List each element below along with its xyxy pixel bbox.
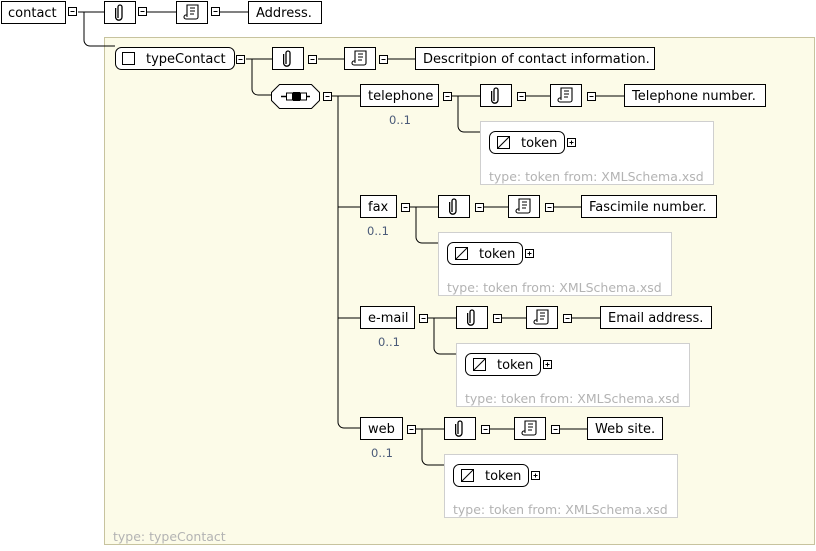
expand-button[interactable] [567,138,576,147]
triangle-icon [497,136,510,149]
occurrence-label: 0..1 [389,113,411,127]
documentation-text: Address. [248,1,322,24]
element-contact[interactable]: contact [1,1,66,24]
element-name: telephone [368,89,433,104]
type-label: type: token from: XMLSchema.xsd [465,391,680,406]
documentation-node[interactable] [176,1,208,24]
simple-type-token[interactable]: token [465,353,541,376]
collapse-button[interactable] [138,7,147,16]
square-icon [122,52,135,65]
type-label: type: token from: XMLSchema.xsd [489,169,704,184]
documentation-node[interactable] [344,47,376,70]
simple-type-token[interactable]: token [447,242,523,265]
documentation-text: Telephone number. [624,84,766,107]
type-name: token [479,247,515,262]
expand-button[interactable] [543,360,552,369]
collapse-button[interactable] [68,7,77,16]
documentation-text: Descritpion of contact information. [415,47,655,70]
triangle-icon [473,358,486,371]
svg-text:Descritpion of contact informa: Descritpion of contact information. [423,52,650,67]
sequence-compositor-icon [281,92,310,101]
element-telephone[interactable]: telephone [360,84,439,107]
annotation-node[interactable] [272,47,304,70]
documentation-text: Email address. [600,306,712,329]
element-web[interactable]: web [360,417,403,440]
collapse-button[interactable] [401,203,410,212]
element-name: web [368,422,395,437]
documentation-text: Fascimile number. [581,195,717,218]
occurrence-label: 0..1 [367,224,389,238]
triangle-icon [461,469,474,482]
collapse-button[interactable] [379,55,388,64]
annotation-node[interactable] [104,1,136,24]
simple-type-token[interactable]: token [453,464,529,487]
type-name: typeContact [146,52,226,67]
svg-text:Telephone number.: Telephone number. [631,89,756,104]
type-name: token [497,358,533,373]
documentation-node[interactable] [526,306,558,329]
svg-text:Web site.: Web site. [595,422,655,437]
collapse-button[interactable] [517,92,526,101]
documentation-node[interactable] [508,195,540,218]
documentation-node[interactable] [550,84,582,107]
collapse-button[interactable] [419,314,428,323]
annotation-node[interactable] [438,195,470,218]
type-name: token [485,469,521,484]
documentation-text: Web site. [587,417,663,440]
expand-button[interactable] [525,249,534,258]
collapse-button[interactable] [545,203,554,212]
svg-text:Fascimile number.: Fascimile number. [589,200,706,215]
collapse-button[interactable] [443,92,452,101]
collapse-button[interactable] [493,314,502,323]
triangle-icon [455,247,468,260]
type-name: token [521,136,557,151]
annotation-node[interactable] [456,306,488,329]
simple-type-token[interactable]: token [489,131,565,154]
element-name: e-mail [368,311,409,326]
sequence-compositor[interactable] [271,84,320,109]
collapse-button[interactable] [211,7,220,16]
type-label: type: token from: XMLSchema.xsd [447,280,662,295]
container-type-label: type: typeContact [113,529,226,544]
expand-button[interactable] [531,471,540,480]
occurrence-label: 0..1 [371,446,393,460]
complex-type-typecontact[interactable]: typeContact [115,47,235,70]
collapse-button[interactable] [323,92,332,101]
annotation-node[interactable] [480,84,512,107]
collapse-button[interactable] [407,425,416,434]
svg-text:Address.: Address. [256,6,312,21]
collapse-button[interactable] [308,55,317,64]
element-e-mail[interactable]: e-mail [360,306,415,329]
element-name: contact [8,6,57,21]
collapse-button[interactable] [587,92,596,101]
svg-text:Email address.: Email address. [608,311,703,326]
collapse-button[interactable] [551,425,560,434]
collapse-button[interactable] [236,55,245,64]
annotation-node[interactable] [444,417,476,440]
element-name: fax [368,200,389,215]
documentation-node[interactable] [514,417,546,440]
collapse-button[interactable] [475,203,484,212]
type-label: type: token from: XMLSchema.xsd [453,502,668,517]
element-fax[interactable]: fax [360,195,397,218]
occurrence-label: 0..1 [378,335,400,349]
collapse-button[interactable] [481,425,490,434]
collapse-button[interactable] [563,314,572,323]
